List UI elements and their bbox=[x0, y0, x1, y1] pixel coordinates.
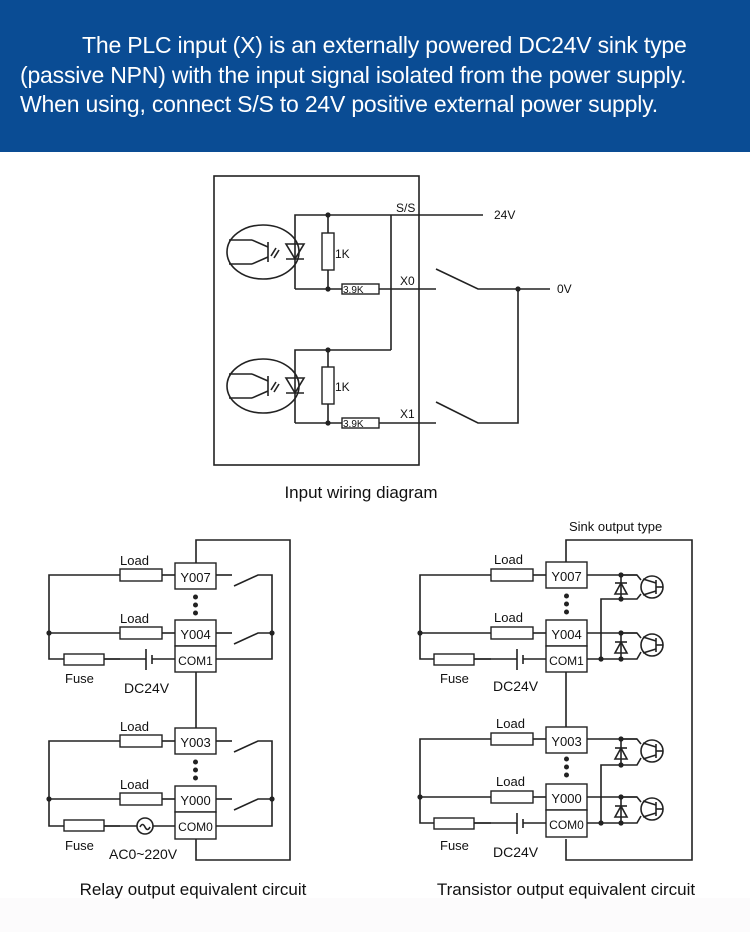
transistor-switch-y003 bbox=[613, 736, 664, 768]
resistor-1k bbox=[321, 366, 335, 405]
label-1k-x0: 1K bbox=[335, 247, 350, 261]
transistor-group-com0: Load Y003 Load Y000 COM0 bbox=[417, 716, 664, 860]
terminal-x1: X1 bbox=[400, 407, 415, 421]
terminal-y004-label: Y004 bbox=[551, 627, 581, 642]
supply-24v-label: 24V bbox=[494, 208, 515, 222]
relay-group-com0: Load Y003 Load Y000 COM0 Fuse A bbox=[46, 719, 275, 862]
load-label: Load bbox=[120, 719, 149, 734]
load-resistor bbox=[490, 790, 534, 804]
load-resistor bbox=[490, 626, 534, 640]
fuse-label: Fuse bbox=[65, 838, 94, 853]
load-label: Load bbox=[120, 611, 149, 626]
terminal-com0 bbox=[545, 809, 588, 838]
transistor-circuit-caption: Transistor output equivalent circuit bbox=[437, 880, 696, 899]
switch-x0 bbox=[435, 268, 518, 290]
plc-input-enclosure bbox=[213, 175, 420, 466]
fuse-label: Fuse bbox=[65, 671, 94, 686]
load-label: Load bbox=[496, 716, 525, 731]
terminal-y007-label: Y007 bbox=[180, 570, 210, 585]
load-resistor bbox=[119, 626, 163, 640]
terminal-y007 bbox=[174, 562, 217, 590]
optocoupler-icon bbox=[226, 224, 300, 280]
optocoupler-icon bbox=[226, 358, 300, 414]
input-channel-x0: 1K 3.9K S/S X0 24V 0V bbox=[226, 201, 572, 350]
input-channel-x1: 1K 3.9K X1 bbox=[226, 289, 519, 430]
banner-line-3: When using, connect S/S to 24V positive … bbox=[20, 91, 658, 117]
load-resistor bbox=[490, 732, 534, 746]
load-label: Load bbox=[494, 552, 523, 567]
terminal-y003 bbox=[174, 727, 217, 755]
supply-dc24v-label: DC24V bbox=[493, 678, 539, 694]
label-1k-x1: 1K bbox=[335, 380, 350, 394]
transistor-group-com1: Load Y007 Load Y004 COM1 bbox=[417, 552, 664, 727]
terminal-y004-label: Y004 bbox=[180, 627, 210, 642]
terminal-y000-label: Y000 bbox=[551, 791, 581, 806]
zener-diode-icon bbox=[613, 804, 629, 818]
terminal-y004 bbox=[174, 619, 217, 647]
terminal-y007-label: Y007 bbox=[551, 569, 581, 584]
led-diode-icon bbox=[284, 377, 306, 395]
supply-ac-label: AC0~220V bbox=[109, 846, 178, 862]
relay-circuit-caption: Relay output equivalent circuit bbox=[80, 880, 307, 899]
load-resistor bbox=[119, 734, 163, 748]
terminal-com1 bbox=[174, 645, 217, 673]
terminal-y007 bbox=[545, 561, 588, 589]
terminal-com1-label: COM1 bbox=[178, 654, 213, 668]
load-resistor bbox=[119, 568, 163, 582]
fuse bbox=[63, 653, 105, 666]
zener-diode-icon bbox=[613, 640, 629, 654]
load-resistor bbox=[119, 792, 163, 806]
terminal-y003-label: Y003 bbox=[180, 735, 210, 750]
supply-dc24v-label: DC24V bbox=[493, 844, 539, 860]
resistor-1k bbox=[321, 232, 335, 271]
banner-line-1: The PLC input (X) is an externally power… bbox=[82, 32, 687, 58]
terminal-x0: X0 bbox=[400, 274, 415, 288]
supply-dc24v-label: DC24V bbox=[124, 680, 170, 696]
terminal-com1-label: COM1 bbox=[549, 654, 584, 668]
sink-output-type-label: Sink output type bbox=[569, 519, 662, 534]
transistor-switch-y000 bbox=[613, 794, 664, 826]
header-banner: The PLC input (X) is an externally power… bbox=[0, 0, 750, 152]
terminal-y000 bbox=[545, 783, 588, 811]
load-label: Load bbox=[120, 777, 149, 792]
load-label: Load bbox=[496, 774, 525, 789]
input-diagram-caption: Input wiring diagram bbox=[284, 483, 437, 502]
fuse-label: Fuse bbox=[440, 838, 469, 853]
fuse bbox=[63, 819, 105, 832]
led-diode-icon bbox=[284, 243, 306, 261]
terminal-com0-label: COM0 bbox=[549, 818, 584, 832]
terminal-com0-label: COM0 bbox=[178, 820, 213, 834]
supply-0v-label: 0V bbox=[557, 282, 572, 296]
label-3-9k-x0: 3.9K bbox=[343, 285, 364, 296]
terminal-y000-label: Y000 bbox=[180, 793, 210, 808]
transistor-switch-y004 bbox=[613, 630, 664, 662]
load-label: Load bbox=[120, 553, 149, 568]
terminal-y003 bbox=[545, 726, 588, 754]
relay-group-com1: Load Y007 Load Y004 COM1 Fuse D bbox=[46, 553, 275, 728]
fuse-label: Fuse bbox=[440, 671, 469, 686]
load-resistor bbox=[490, 568, 534, 582]
footer-strip bbox=[0, 898, 750, 932]
transistor-output-circuit: Sink output type Load Y007 Load Y004 COM… bbox=[417, 519, 695, 899]
label-3-9k-x1: 3.9K bbox=[343, 419, 364, 430]
switch-x1 bbox=[435, 289, 519, 424]
input-wiring-diagram: 1K 3.9K S/S X0 24V 0V bbox=[213, 175, 572, 502]
relay-contact bbox=[233, 740, 273, 799]
zener-diode-icon bbox=[613, 581, 629, 595]
zener-diode-icon bbox=[613, 746, 629, 760]
fuse bbox=[433, 653, 475, 666]
terminal-s-s: S/S bbox=[396, 201, 415, 215]
relay-output-circuit: Load Y007 Load Y004 COM1 Fuse D bbox=[46, 539, 307, 899]
terminal-y004 bbox=[545, 619, 588, 647]
terminal-y003-label: Y003 bbox=[551, 734, 581, 749]
relay-contact bbox=[233, 574, 273, 633]
banner-line-2: (passive NPN) with the input signal isol… bbox=[20, 62, 687, 88]
fuse bbox=[433, 817, 475, 830]
transistor-switch-y007 bbox=[613, 572, 664, 602]
load-label: Load bbox=[494, 610, 523, 625]
